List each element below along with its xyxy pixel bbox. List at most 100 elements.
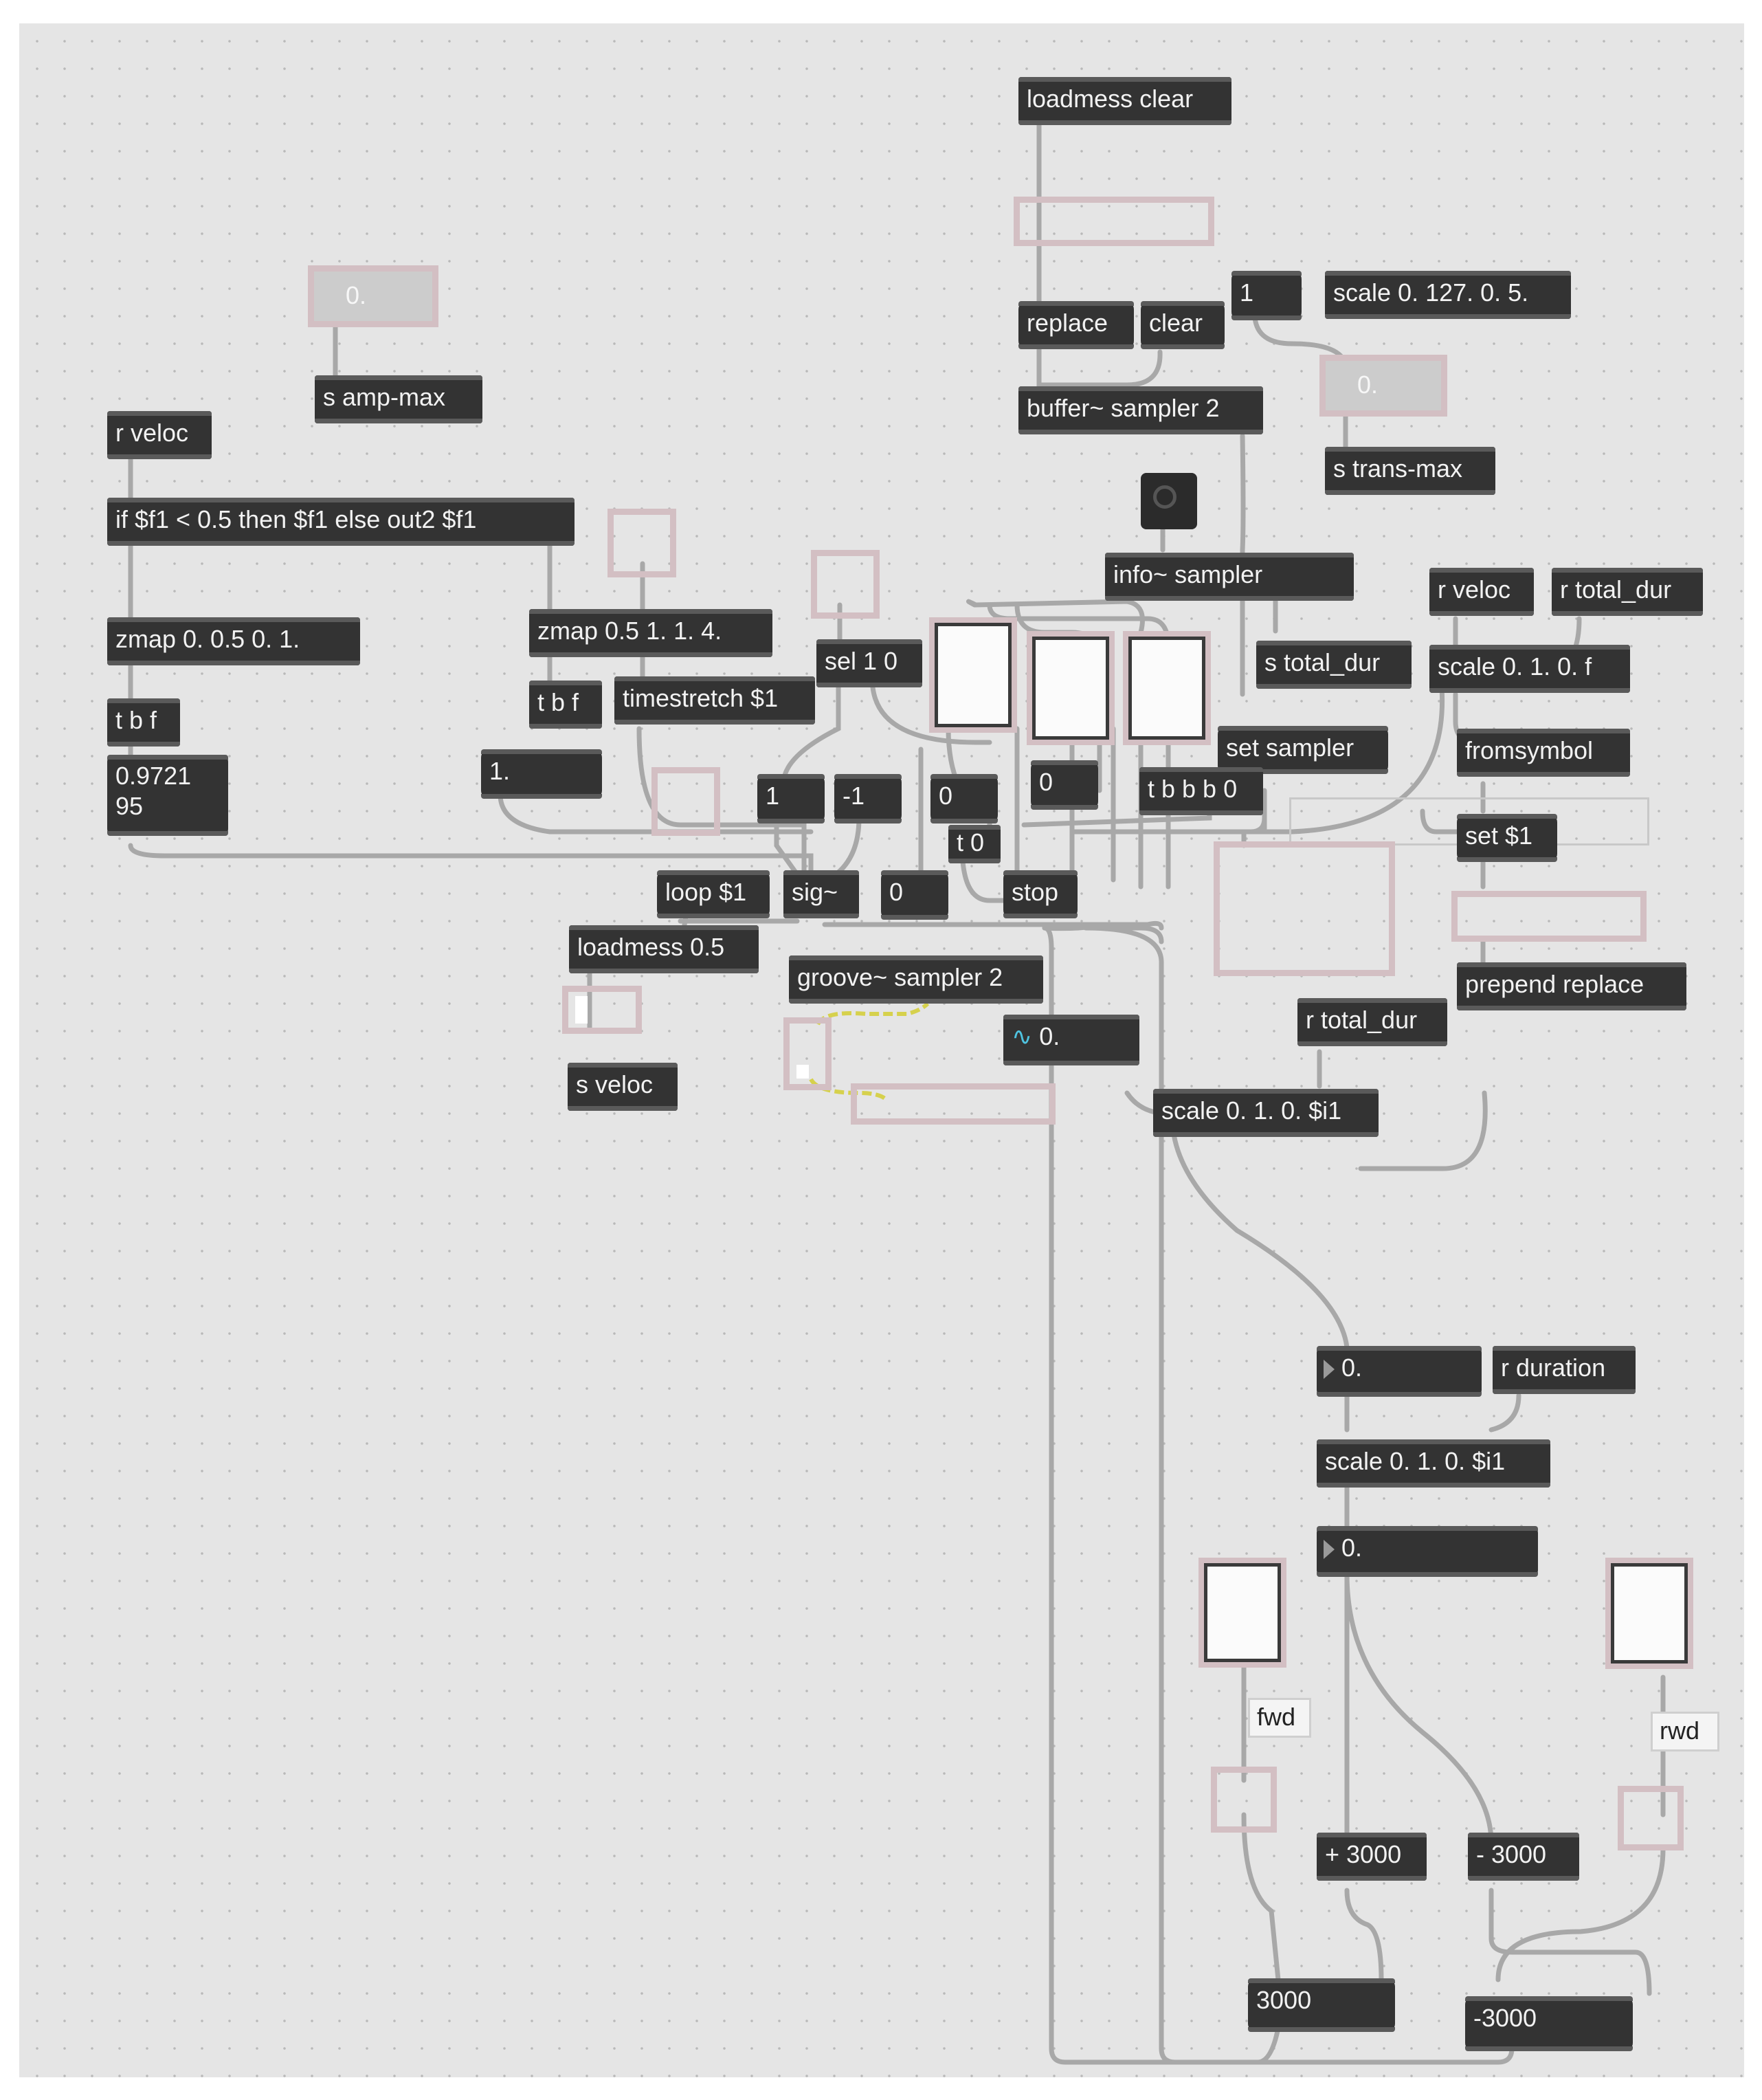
t-0-object[interactable]: t 0 <box>948 825 1001 863</box>
message-display-box-groove[interactable] <box>851 1083 1056 1125</box>
view-box-1[interactable] <box>929 617 1017 733</box>
buffer-sampler-object[interactable]: buffer~ sampler 2 <box>1018 386 1263 434</box>
slider-handle[interactable] <box>575 996 588 1024</box>
object-label: replace <box>1027 309 1108 337</box>
r-total-dur-object-top[interactable]: r total_dur <box>1552 568 1703 616</box>
message-0c[interactable]: 0 <box>881 870 948 920</box>
prepend-replace-object[interactable]: prepend replace <box>1457 962 1686 1010</box>
object-label: zmap 0.5 1. 1. 4. <box>537 617 722 645</box>
flonum-2[interactable]: 0. <box>1317 1526 1538 1577</box>
one-message-top[interactable]: 1 <box>1231 271 1302 320</box>
message-display-box-right[interactable] <box>1451 891 1647 942</box>
object-label: r total_dur <box>1306 1006 1418 1034</box>
r-duration-object[interactable]: r duration <box>1493 1346 1636 1394</box>
number-value: 0. <box>1341 1353 1363 1382</box>
object-label: r duration <box>1501 1353 1606 1382</box>
comment-text: rwd <box>1660 1716 1700 1745</box>
info-sampler-object[interactable]: info~ sampler <box>1105 553 1354 601</box>
object-label: scale 0. 1. 0. $i1 <box>1161 1096 1342 1125</box>
number-box-loop[interactable] <box>651 767 720 836</box>
number-box-top-mid[interactable] <box>607 509 676 577</box>
groove-sampler-object[interactable]: groove~ sampler 2 <box>789 955 1043 1004</box>
scale-i1-object-bottom[interactable]: scale 0. 1. 0. $i1 <box>1317 1439 1550 1488</box>
message-display-box-mid[interactable] <box>1214 841 1395 976</box>
timestretch-object[interactable]: timestretch $1 <box>614 676 815 725</box>
loadmess-05-object[interactable]: loadmess 0.5 <box>569 925 759 973</box>
r-veloc-object-right[interactable]: r veloc <box>1429 568 1534 616</box>
zmap-mid-object[interactable]: zmap 0.5 1. 1. 4. <box>529 609 772 657</box>
rwd-comment: rwd <box>1651 1712 1719 1751</box>
object-label: -3000 <box>1473 2004 1537 2032</box>
t-b-f-mid-object[interactable]: t b f <box>529 681 602 729</box>
message-1[interactable]: 1 <box>757 774 825 824</box>
toggle-box-sel[interactable] <box>811 550 880 619</box>
t-b-f-left-object[interactable]: t b f <box>107 698 180 747</box>
gate-box-rwd[interactable] <box>1618 1786 1684 1850</box>
scale-f-object[interactable]: scale 0. 1. 0. f <box>1429 645 1630 693</box>
message-neg-3000[interactable]: -3000 <box>1465 1996 1633 2051</box>
object-label: 1. <box>489 757 511 785</box>
sig-object[interactable]: sig~ <box>783 870 859 918</box>
r-total-dur-object-mid[interactable]: r total_dur <box>1297 998 1447 1046</box>
s-trans-max-object[interactable]: s trans-max <box>1325 447 1495 495</box>
trans-max-flonum[interactable]: 0. <box>1319 355 1447 417</box>
s-amp-max-object[interactable]: s amp-max <box>315 375 482 423</box>
sel-object[interactable]: sel 1 0 <box>816 639 922 687</box>
t-b-b-b-0-object[interactable]: t b b b 0 <box>1139 767 1263 815</box>
minus-3000-object[interactable]: - 3000 <box>1468 1833 1579 1881</box>
message-minus-1[interactable]: -1 <box>834 774 902 824</box>
set-sampler-message[interactable]: set sampler <box>1218 726 1388 774</box>
signal-wave-icon: ∿ <box>1012 1022 1033 1050</box>
clear-message[interactable]: clear <box>1141 301 1225 349</box>
object-label: 1 <box>1240 278 1254 307</box>
message-0a[interactable]: 0 <box>930 774 998 824</box>
gate-box-fwd[interactable] <box>1211 1767 1277 1833</box>
view-box-2[interactable] <box>1027 631 1115 745</box>
flonum-1[interactable]: 0. <box>1317 1346 1482 1397</box>
button-box-rwd[interactable] <box>1605 1558 1693 1669</box>
fromsymbol-object[interactable]: fromsymbol <box>1457 729 1630 777</box>
zmap-left-object[interactable]: zmap 0. 0.5 0. 1. <box>107 617 360 665</box>
patcher-canvas[interactable] <box>19 23 1744 2077</box>
scale-i1-object-top[interactable]: scale 0. 1. 0. $i1 <box>1153 1089 1379 1137</box>
object-label: s amp-max <box>323 383 446 411</box>
object-label: sel 1 0 <box>825 647 898 675</box>
object-label: timestretch $1 <box>623 684 779 712</box>
if-expression-object[interactable]: if $f1 < 0.5 then $f1 else out2 $f1 <box>107 498 575 546</box>
loadmess-clear-object[interactable]: loadmess clear <box>1018 77 1231 125</box>
loop-message[interactable]: loop $1 <box>657 870 770 918</box>
groove-display-box[interactable] <box>783 1017 832 1090</box>
scale-127-object[interactable]: scale 0. 127. 0. 5. <box>1325 271 1571 319</box>
slider-handle[interactable] <box>796 1065 809 1079</box>
snapshot-number[interactable]: ∿ 0. <box>1003 1015 1139 1065</box>
r-veloc-object-left[interactable]: r veloc <box>107 411 212 459</box>
object-label: 3000 <box>1256 1986 1312 2014</box>
number-value: 0. <box>346 281 367 309</box>
object-label: r veloc <box>1438 575 1511 604</box>
message-0b[interactable]: 0 <box>1031 760 1098 810</box>
object-label: t b f <box>537 688 579 716</box>
replace-message[interactable]: replace <box>1018 301 1134 349</box>
bang-indicator[interactable] <box>1141 473 1197 529</box>
object-label: set sampler <box>1226 733 1354 762</box>
view-box-3[interactable] <box>1123 631 1211 745</box>
slider-veloc[interactable] <box>562 986 642 1034</box>
one-dot-message[interactable]: 1. <box>481 749 602 799</box>
button-box-fwd[interactable] <box>1198 1558 1286 1668</box>
set-dollar-message[interactable]: set $1 <box>1457 814 1557 862</box>
plus-3000-object[interactable]: + 3000 <box>1317 1833 1427 1881</box>
object-label: zmap 0. 0.5 0. 1. <box>115 625 300 653</box>
message-3000[interactable]: 3000 <box>1248 1978 1395 2032</box>
s-veloc-object[interactable]: s veloc <box>568 1063 678 1111</box>
amp-max-flonum[interactable]: 0. <box>308 265 438 327</box>
message-display-box[interactable] <box>1014 197 1214 246</box>
object-label: - 3000 <box>1476 1840 1547 1868</box>
s-total-dur-object[interactable]: s total_dur <box>1256 641 1412 689</box>
object-label: set $1 <box>1465 821 1533 850</box>
object-label: t 0 <box>957 828 985 856</box>
object-label: loadmess clear <box>1027 85 1194 113</box>
stop-message[interactable]: stop <box>1003 870 1078 918</box>
object-label: r veloc <box>115 419 189 447</box>
number-value-line1: 0.9721 <box>115 762 192 790</box>
